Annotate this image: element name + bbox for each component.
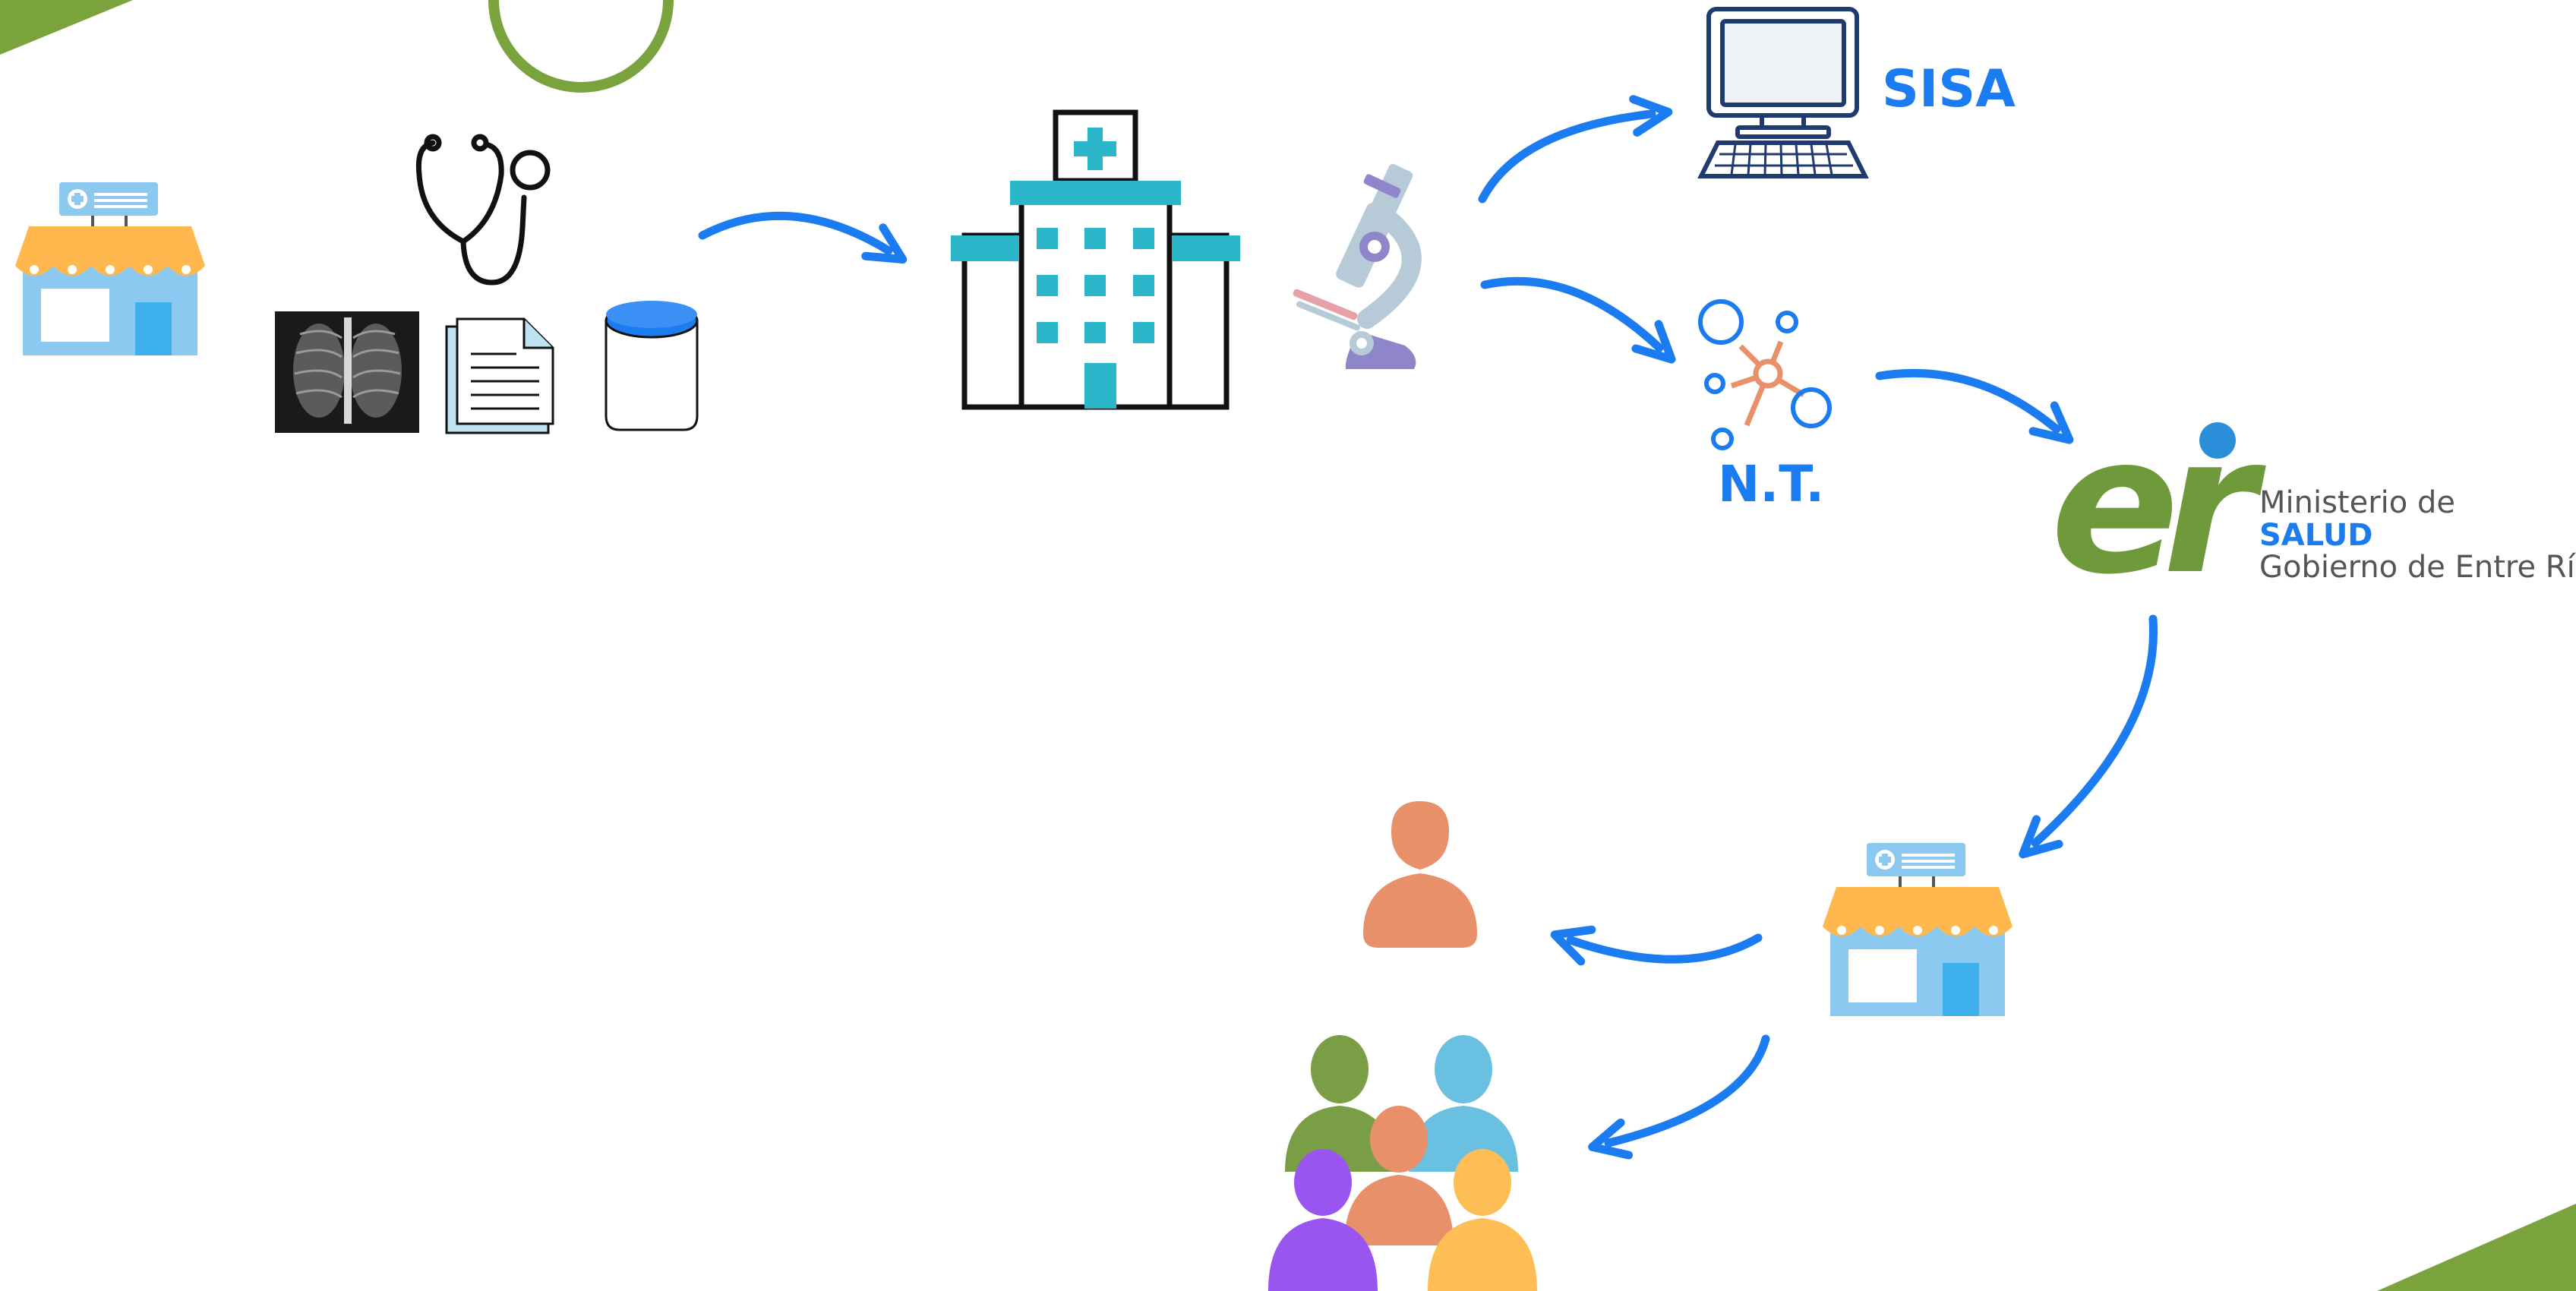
arrow-to-group (1588, 1034, 1770, 1160)
corner-decoration-bottom-right (2377, 1204, 2576, 1291)
xray-icon (275, 311, 419, 433)
microscope-icon (1293, 164, 1422, 369)
arrow-to-hospital (698, 211, 908, 264)
arrow-to-sisa (1478, 95, 1673, 204)
corner-decoration-top-left (0, 0, 133, 55)
store-icon (15, 182, 205, 355)
hospital-icon (951, 109, 1240, 410)
sisa-label: SISA (1882, 59, 2016, 119)
arrow-to-person (1550, 925, 1763, 966)
ministry-logo: er Ministerio de SALUD Gobierno de Entre… (2050, 395, 2576, 616)
stethoscope-icon (415, 134, 551, 286)
arrow-to-ministry (1875, 368, 2074, 444)
document-icon (445, 317, 554, 434)
computer-icon (1697, 7, 1869, 178)
ministry-line3: Gobierno de Entre Ríos (2259, 550, 2576, 585)
person-icon (1363, 801, 1477, 948)
sample-jar-icon (605, 301, 699, 431)
top-circle-decoration (488, 0, 674, 93)
flow-arrows (698, 95, 2158, 1160)
arrow-to-store (2019, 614, 2158, 859)
arrow-to-nt (1480, 276, 1676, 364)
ministry-line2: SALUD (2259, 518, 2373, 553)
logo-letters: er (2050, 395, 2267, 616)
nt-label: N.T. (1718, 455, 1824, 513)
group-icon (1268, 1035, 1537, 1291)
network-icon (1698, 299, 1832, 450)
store-icon-bottom (1823, 843, 2012, 1016)
ministry-line1: Ministerio de (2259, 485, 2455, 520)
